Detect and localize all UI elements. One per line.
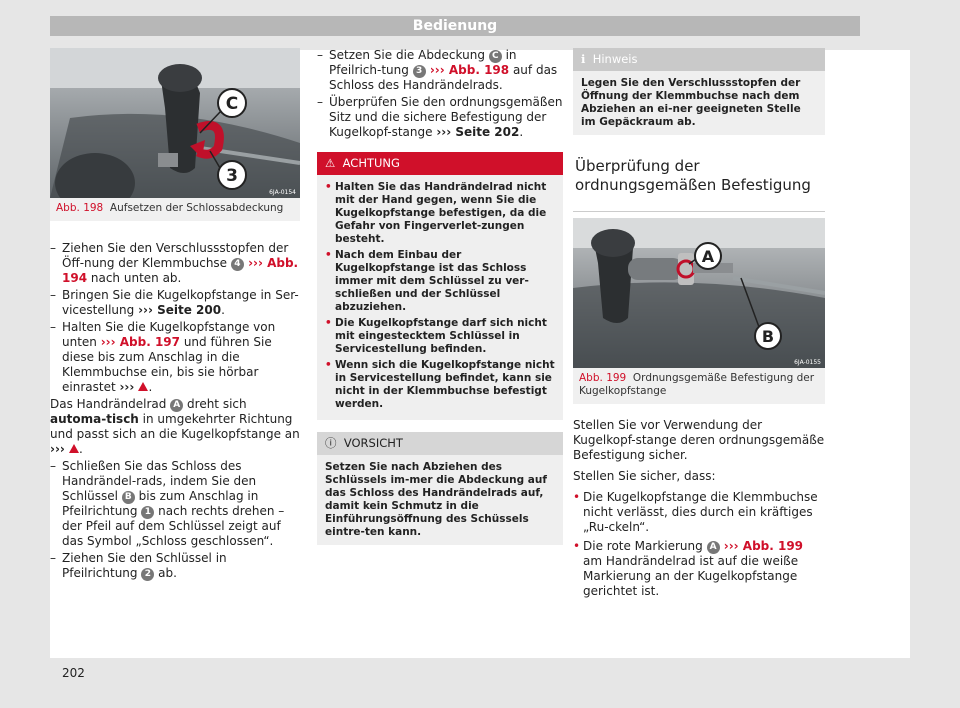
warning-triangle-icon[interactable] bbox=[138, 382, 149, 391]
note-text: Legen Sie den Verschlussstopfen der Öffn… bbox=[581, 77, 801, 128]
callout-b: B bbox=[121, 491, 135, 504]
info-circle-icon: ⓘ bbox=[325, 436, 337, 450]
callout-a: A bbox=[170, 399, 184, 412]
figure-198-label-3: 3 bbox=[226, 166, 238, 186]
step-remove-plug: Ziehen Sie den Verschlussstopfen der Öff… bbox=[50, 241, 300, 286]
column-1: C 3 6JA-0154 Abb. 198 Aufsetzen der Schl… bbox=[50, 48, 300, 583]
ref-seite-200[interactable]: Seite 200 bbox=[157, 303, 222, 317]
para-handwheel: Das Handrändelrad A dreht sich automa-ti… bbox=[50, 397, 300, 456]
figure-198-caption: Abb. 198 Aufsetzen der Schlossabdeckung bbox=[56, 202, 284, 214]
step-insert-ball-rod: Halten Sie die Kugelkopfstange von unten… bbox=[50, 320, 300, 395]
caution-box: ⓘ VORSICHT Setzen Sie nach Abziehen des … bbox=[317, 432, 563, 545]
warning-box: ⚠ ACHTUNG Halten Sie das Handrändelrad n… bbox=[317, 152, 563, 420]
warning-bullet: Wenn sich die Kugelkopfstange nicht in S… bbox=[325, 359, 555, 411]
figure-198-image: C 3 6JA-0154 bbox=[50, 48, 300, 198]
warning-bullet: Halten Sie das Handrändelrad nicht mit d… bbox=[325, 181, 555, 246]
step-remove-key: Ziehen Sie den Schlüssel in Pfeilrichtun… bbox=[50, 551, 300, 581]
column-2: Setzen Sie die Abdeckung C in Pfeilrich-… bbox=[317, 48, 563, 545]
ref-seite-202[interactable]: Seite 202 bbox=[455, 125, 520, 139]
figure-199-label-a: A bbox=[702, 247, 715, 266]
section-title: Überprüfung der ordnungsgemäßen Befestig… bbox=[575, 157, 811, 194]
caution-box-header: ⓘ VORSICHT bbox=[317, 432, 563, 455]
step-place-cover: Setzen Sie die Abdeckung C in Pfeilrich-… bbox=[317, 48, 563, 93]
figure-198: C 3 6JA-0154 Abb. 198 Aufsetzen der Schl… bbox=[50, 48, 300, 221]
warning-bullet: Nach dem Einbau der Kugelkopfstange ist … bbox=[325, 249, 555, 314]
caution-text: Setzen Sie nach Abziehen des Schlüssels … bbox=[325, 461, 547, 538]
note-box: ℹ Hinweis Legen Sie den Verschlussstopfe… bbox=[573, 48, 825, 135]
warning-triangle-icon: ⚠ bbox=[325, 156, 336, 170]
callout-4: 4 bbox=[230, 258, 244, 271]
callout-1: 1 bbox=[141, 506, 155, 519]
callout-2: 2 bbox=[141, 568, 155, 581]
step-close-lock: Schließen Sie das Schloss des Handrändel… bbox=[50, 459, 300, 549]
para-check-fit: Stellen Sie vor Verwendung der Kugelkopf… bbox=[573, 418, 825, 462]
note-icon: ℹ bbox=[581, 52, 586, 66]
warning-bullet: Die Kugelkopfstange darf sich nicht mit … bbox=[325, 317, 555, 356]
check-bullet: Die Kugelkopfstange die Klemmbuchse nich… bbox=[573, 490, 825, 535]
callout-c: C bbox=[488, 50, 502, 63]
ref-abb-194[interactable]: Abb. 194 bbox=[62, 256, 299, 285]
callout-3: 3 bbox=[412, 65, 426, 78]
page-number: 202 bbox=[62, 666, 85, 680]
figure-199-caption: Abb. 199 Ordnungsgemäße Befestigung der … bbox=[579, 372, 815, 397]
warning-triangle-icon[interactable] bbox=[69, 444, 80, 453]
warning-box-header: ⚠ ACHTUNG bbox=[317, 152, 563, 175]
para-make-sure: Stellen Sie sicher, dass: bbox=[573, 469, 716, 483]
figure-199: A B 6JA-0155 Abb. 199 Ordnungsgemäße Bef… bbox=[573, 218, 825, 404]
page-header: Bedienung bbox=[50, 16, 860, 36]
figure-198-code: 6JA-0154 bbox=[269, 189, 296, 196]
note-box-header: ℹ Hinweis bbox=[573, 48, 825, 71]
step-service-position: Bringen Sie die Kugelkopfstange in Ser-v… bbox=[50, 288, 300, 318]
ref-abb-199[interactable]: Abb. 199 bbox=[742, 539, 804, 553]
ref-abb-197[interactable]: Abb. 197 bbox=[119, 335, 180, 349]
check-bullet: Die rote Markierung A ››› Abb. 199 am Ha… bbox=[573, 539, 825, 599]
ref-abb-198[interactable]: Abb. 198 bbox=[448, 63, 510, 77]
step-check-fit: Überprüfen Sie den ordnungsgemäßen Sitz … bbox=[317, 95, 563, 140]
figure-199-label-b: B bbox=[762, 327, 774, 346]
column-3: ℹ Hinweis Legen Sie den Verschlussstopfe… bbox=[573, 48, 825, 599]
callout-a: A bbox=[706, 541, 720, 554]
figure-198-label-c: C bbox=[226, 94, 238, 114]
figure-199-code: 6JA-0155 bbox=[794, 359, 821, 366]
figure-199-image: A B 6JA-0155 bbox=[573, 218, 825, 368]
